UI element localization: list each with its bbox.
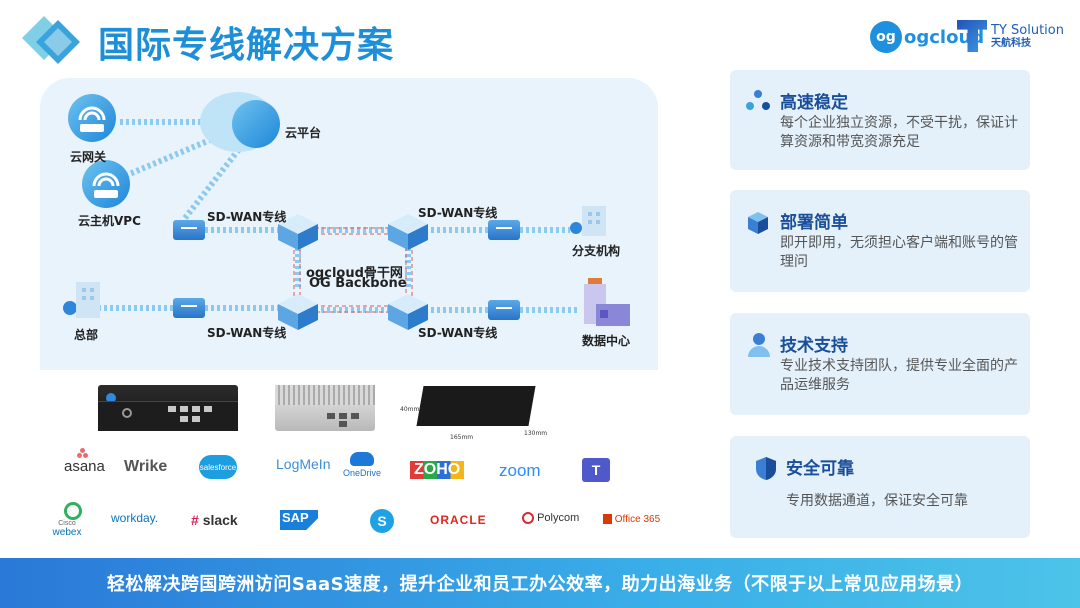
polycom-ring-icon bbox=[522, 512, 534, 525]
label-hq: 总部 bbox=[74, 328, 99, 342]
app-logo-onedrive: OneDrive bbox=[343, 452, 381, 478]
ogcloud-logo-mark: og bbox=[870, 21, 902, 53]
feature-card-deploy: 部署简单 即开即用，无须担心客户端和账号的管理问 bbox=[730, 190, 1030, 292]
speed-dots-icon bbox=[746, 90, 770, 110]
datacenter-icon bbox=[584, 278, 630, 326]
app-logo-webex: Cisco webex bbox=[52, 502, 82, 538]
power-button-icon bbox=[122, 408, 132, 418]
ogcloud-logo: og ogcloud bbox=[870, 20, 984, 54]
app-logo-logmein: LogMeIn bbox=[276, 456, 331, 472]
feature-title-speed: 高速稳定 bbox=[780, 93, 848, 113]
label-backbone-en: OG Backbone bbox=[309, 276, 407, 291]
title-logo-icon bbox=[22, 14, 92, 66]
asana-dots-icon bbox=[77, 448, 88, 458]
label-datacenter: 数据中心 bbox=[582, 334, 631, 348]
device-black-box bbox=[98, 385, 238, 431]
device-silver-box bbox=[275, 385, 375, 431]
app-logo-oracle: ORACLE bbox=[430, 513, 487, 527]
cloud-platform-icon bbox=[200, 92, 280, 152]
deploy-cube-icon bbox=[748, 212, 768, 234]
ty-logo-cn: 天航科技 bbox=[991, 37, 1031, 49]
app-logo-skype: S bbox=[370, 509, 394, 533]
label-sdwan-bottom-right: SD-WAN专线 bbox=[418, 326, 498, 340]
onedrive-cloud-icon bbox=[350, 452, 374, 466]
footer-text: 轻松解决跨国跨洲访问SaaS速度，提升企业和员工办公效率，助力出海业务（不限于以… bbox=[106, 574, 974, 595]
app-logo-slack: # slack bbox=[191, 512, 238, 528]
network-diagram: 云网关 云主机VPC 云平台 SD-WAN专线 SD-WAN专线 SD-WAN专… bbox=[40, 78, 658, 370]
office-icon bbox=[603, 514, 612, 525]
label-sdwan-top-right: SD-WAN专线 bbox=[418, 206, 498, 220]
label-branch: 分支机构 bbox=[572, 244, 621, 258]
label-cloud-platform: 云平台 bbox=[285, 126, 322, 140]
feature-card-speed: 高速稳定 每个企业独立资源，不受干扰，保证计算资源和带宽资源充足 bbox=[730, 70, 1030, 170]
cloud-gateway-icon bbox=[68, 94, 116, 142]
app-logo-wrike: Wrike bbox=[124, 458, 168, 475]
app-logo-zoho: ZOHO bbox=[410, 461, 465, 479]
ty-solution-logo: TY Solution 天航科技 bbox=[957, 20, 1064, 52]
ty-logo-icon bbox=[957, 20, 987, 52]
feature-title-deploy: 部署简单 bbox=[780, 213, 848, 233]
app-logo-polycom: Polycom bbox=[522, 512, 579, 525]
dim-length: 165mm bbox=[450, 434, 474, 441]
support-person-icon bbox=[748, 333, 770, 357]
feature-desc-speed: 每个企业独立资源，不受干扰，保证计算资源和带宽资源充足 bbox=[780, 115, 1018, 150]
feature-desc-deploy: 即开即用，无须担心客户端和账号的管理问 bbox=[780, 235, 1018, 270]
feature-card-security: 安全可靠 专用数据通道，保证安全可靠 bbox=[730, 436, 1030, 538]
label-sdwan-top-left: SD-WAN专线 bbox=[207, 210, 287, 224]
webex-ring-icon bbox=[64, 502, 82, 520]
dim-height: 40mm bbox=[400, 406, 420, 413]
feature-desc-security: 专用数据通道，保证安全可靠 bbox=[786, 493, 968, 509]
app-logo-sap: SAP bbox=[280, 510, 318, 530]
branch-building-icon bbox=[570, 206, 606, 236]
ogcloud-logo-text: ogcloud bbox=[904, 26, 985, 48]
label-backbone-cn: ogcloud骨干网 bbox=[306, 266, 403, 281]
dim-width: 130mm bbox=[524, 430, 548, 437]
app-logo-zoom: zoom bbox=[499, 461, 541, 480]
hq-building-icon bbox=[63, 282, 100, 318]
footer-banner: 轻松解决跨国跨洲访问SaaS速度，提升企业和员工办公效率，助力出海业务（不限于以… bbox=[0, 558, 1080, 608]
feature-card-support: 技术支持 专业技术支持团队，提供专业全面的产品运维服务 bbox=[730, 313, 1030, 415]
feature-title-security: 安全可靠 bbox=[786, 459, 854, 479]
app-logo-asana: asana bbox=[64, 448, 105, 475]
label-sdwan-bottom-left: SD-WAN专线 bbox=[207, 326, 287, 340]
feature-desc-support: 专业技术支持团队，提供专业全面的产品运维服务 bbox=[780, 358, 1018, 393]
device-badge-icon bbox=[106, 393, 116, 403]
app-logo-office365: Office 365 bbox=[603, 514, 660, 525]
label-cloud-gateway: 云网关 bbox=[70, 150, 107, 164]
slack-hash-icon: # bbox=[191, 512, 199, 528]
cloud-vpc-icon bbox=[82, 160, 130, 208]
label-cloud-vpc: 云主机VPC bbox=[78, 214, 141, 228]
app-logo-workday: workday. bbox=[111, 511, 159, 525]
page-title: 国际专线解决方案 bbox=[98, 25, 395, 66]
security-shield-icon bbox=[756, 457, 776, 480]
device-dimensioned-box: 40mm 165mm 130mm bbox=[400, 378, 552, 442]
app-logo-salesforce: salesforce bbox=[199, 455, 237, 479]
app-logo-teams: T bbox=[582, 458, 610, 482]
ty-logo-name: TY Solution bbox=[991, 22, 1064, 38]
feature-title-support: 技术支持 bbox=[780, 336, 848, 356]
